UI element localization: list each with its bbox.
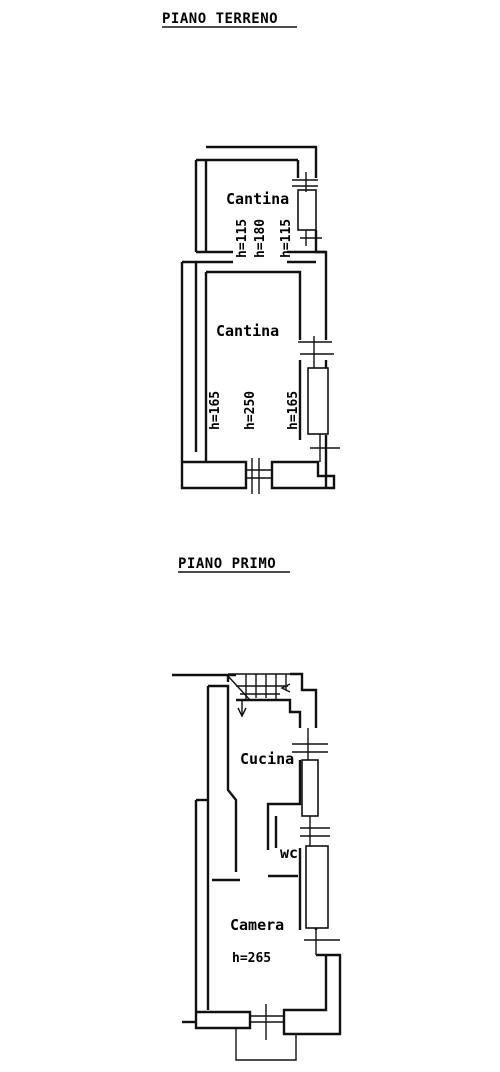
- room-label-cantina-upper: Cantina: [226, 190, 289, 208]
- room-label-wc: wc: [280, 844, 298, 862]
- height-label: h=180: [253, 219, 268, 258]
- height-label-camera: h=265: [232, 951, 271, 966]
- height-label: h=115: [235, 219, 250, 258]
- first-floor-title: PIANO PRIMO: [178, 556, 276, 572]
- height-label: h=165: [208, 391, 223, 430]
- ground-floor-walls: [180, 145, 336, 490]
- room-label-cucina: Cucina: [240, 750, 294, 768]
- ground-floor-title: PIANO TERRENO: [162, 11, 278, 27]
- height-label: h=115: [279, 219, 294, 258]
- height-label: h=250: [243, 391, 258, 430]
- first-floor-openings: [250, 728, 340, 1040]
- ground-floor-plan: PIANO TERRENO: [162, 11, 340, 494]
- first-floor-plan: PIANO PRIMO: [172, 556, 342, 1061]
- ground-floor-openings: [246, 172, 340, 494]
- room-label-cantina-lower: Cantina: [216, 322, 279, 340]
- room-label-camera: Camera: [230, 916, 284, 934]
- height-label: h=165: [286, 391, 301, 430]
